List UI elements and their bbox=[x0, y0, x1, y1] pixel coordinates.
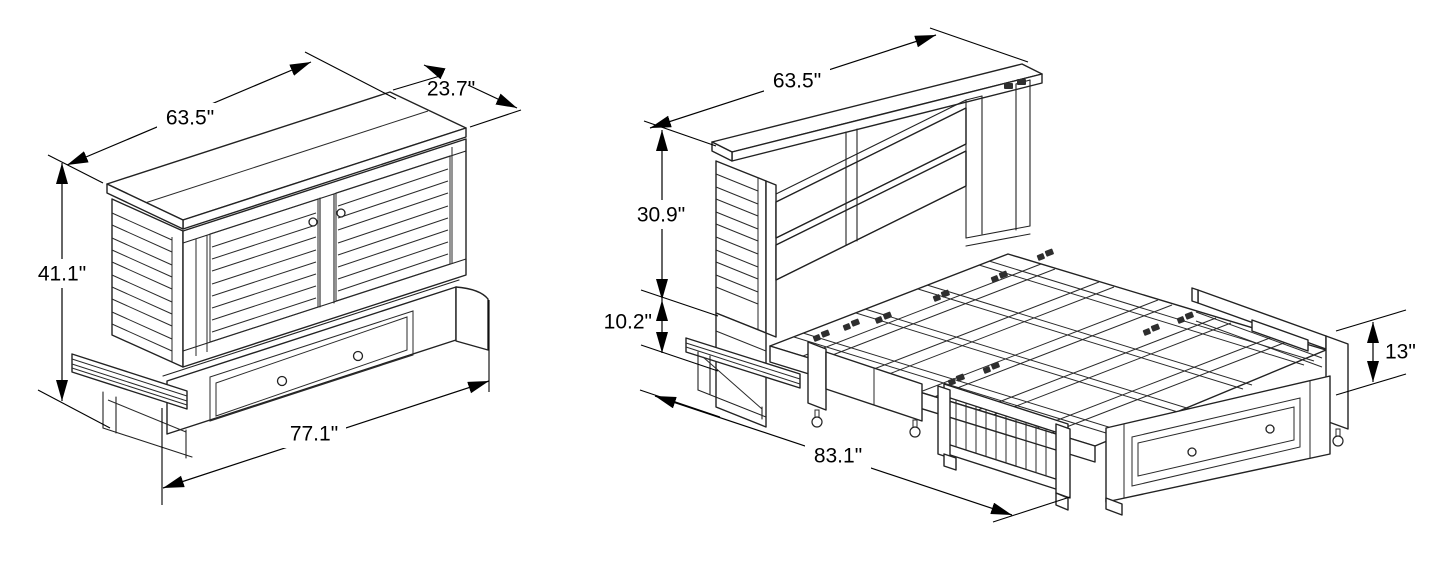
dimension-top-width: 63.5" bbox=[47, 51, 397, 184]
drawer-knob bbox=[1265, 424, 1275, 434]
dimension-label: 10.2" bbox=[604, 311, 652, 334]
dimension-label: 13" bbox=[1385, 341, 1416, 364]
dimension-cabinet-height: 30.9" bbox=[629, 130, 719, 317]
dimension-bed-length: 83.1" bbox=[639, 389, 1071, 523]
drawer-knob bbox=[352, 350, 364, 362]
louver-doors bbox=[182, 138, 467, 368]
dimension-label: 77.1" bbox=[290, 423, 338, 446]
lock-latch bbox=[1017, 79, 1026, 85]
dimension-label: 23.7" bbox=[427, 78, 475, 101]
dimension-label: 63.5" bbox=[773, 70, 821, 93]
dimension-label: 63.5" bbox=[166, 107, 214, 130]
dimension-base-height: 10.2" bbox=[604, 300, 719, 372]
dimension-top-width: 63.5" bbox=[643, 27, 1029, 147]
dimension-height: 41.1" bbox=[32, 163, 111, 429]
frame-legs bbox=[965, 79, 1031, 247]
lock-latch bbox=[1004, 83, 1013, 89]
open-bed-figure: 63.5" 30.9" 10.2" 83.1" 13" bbox=[604, 27, 1416, 523]
cabinet-top bbox=[711, 63, 1043, 162]
door-knob bbox=[336, 208, 346, 218]
caster-wheel bbox=[1332, 435, 1344, 447]
side-louver-panel bbox=[111, 198, 184, 368]
dimension-label: 30.9" bbox=[637, 204, 685, 227]
headboard bbox=[775, 99, 967, 281]
door-knob bbox=[308, 217, 318, 227]
closed-cabinet-figure: 63.5" 23.7" 41.1" 77.1" bbox=[32, 51, 522, 505]
drawer-knob bbox=[1187, 447, 1197, 457]
drawer-knob bbox=[276, 375, 288, 387]
dimension-top-depth: 23.7" bbox=[392, 64, 522, 128]
dimension-label: 41.1" bbox=[38, 263, 86, 286]
dimension-base-width: 77.1" bbox=[161, 300, 490, 505]
side-louver-panel bbox=[715, 160, 777, 338]
caster-wheel bbox=[811, 416, 823, 428]
foot-drawer-unit bbox=[1105, 287, 1349, 516]
storage-drawer bbox=[1131, 397, 1301, 487]
dimension-label: 83.1" bbox=[814, 445, 862, 468]
caster-wheel bbox=[909, 426, 921, 438]
dimension-foot-height: 13" bbox=[1335, 309, 1416, 396]
